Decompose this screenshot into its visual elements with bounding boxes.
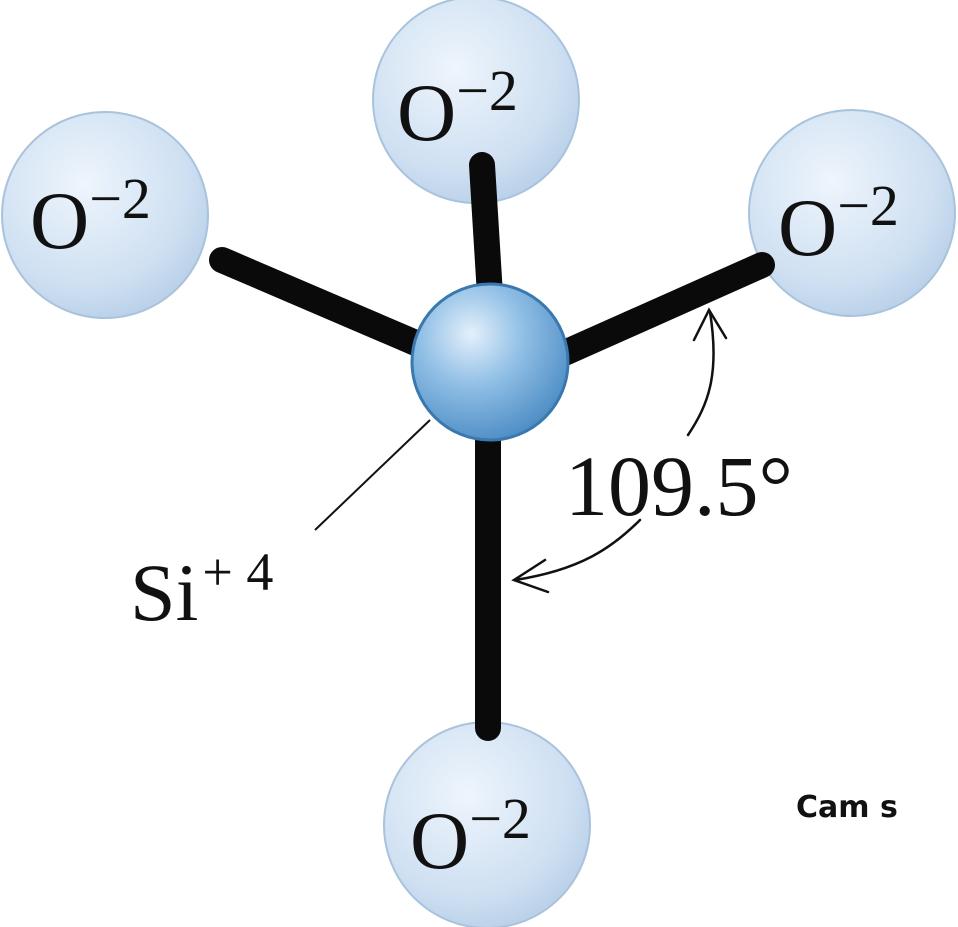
oxygen-charge: −2 bbox=[469, 786, 531, 851]
oxygen-symbol: O bbox=[397, 67, 456, 158]
silicon-atom bbox=[410, 282, 570, 442]
oxygen-charge: −2 bbox=[837, 173, 899, 238]
arrow-head-upper bbox=[692, 307, 728, 342]
angle-arrows bbox=[511, 307, 728, 594]
caption-text: Cam s bbox=[796, 790, 898, 825]
silicon-symbol: Si bbox=[130, 547, 198, 638]
bond-left bbox=[209, 247, 445, 363]
angle-arc-upper bbox=[686, 310, 715, 437]
oxygen-charge: −2 bbox=[89, 166, 151, 231]
oxygen-atom-top: O−2 bbox=[372, 0, 580, 204]
silicon-label: Si+ 4 bbox=[130, 542, 273, 638]
oxygen-atom-right: O−2 bbox=[748, 109, 956, 317]
arrow-head-lower bbox=[511, 558, 550, 594]
oxygen-symbol: O bbox=[778, 182, 837, 273]
svg-text:O−2: O−2 bbox=[397, 58, 518, 158]
oxygen-symbol: O bbox=[30, 175, 89, 266]
svg-text:O−2: O−2 bbox=[410, 786, 531, 886]
bond-right bbox=[547, 252, 775, 368]
angle-arc-lower bbox=[513, 518, 642, 582]
oxygen-atom-bottom: O−2 bbox=[383, 721, 591, 927]
bond-top bbox=[469, 152, 503, 308]
silicon-leader-line bbox=[314, 419, 431, 531]
svg-text:O−2: O−2 bbox=[778, 173, 899, 273]
bonds bbox=[209, 152, 775, 741]
svg-text:O−2: O−2 bbox=[30, 166, 151, 266]
silicon-charge: + 4 bbox=[202, 542, 273, 602]
oxygen-atom-left: O−2 bbox=[1, 111, 209, 319]
bond-angle-label: 109.5° bbox=[565, 438, 793, 534]
oxygen-charge: −2 bbox=[456, 58, 518, 123]
oxygen-symbol: O bbox=[410, 795, 469, 886]
